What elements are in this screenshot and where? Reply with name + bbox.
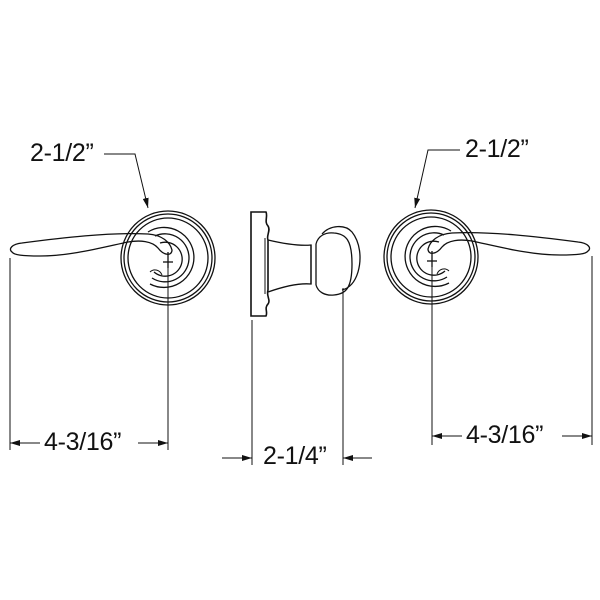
projection-label: 2-1/4” [263,442,327,470]
right-diameter-leader [414,149,460,209]
right-rosette [383,209,479,305]
left-lever-front-view [9,153,216,450]
left-lever-length-label: 4-3/16” [44,428,122,456]
right-lever-handle [427,231,591,256]
right-lever-front-view [383,149,593,445]
side-profile-view [222,211,372,465]
right-rosette-diameter-label: 2-1/2” [465,135,529,163]
left-lever-handle [9,232,173,257]
left-diameter-leader [104,153,149,209]
rose-plate [250,211,270,317]
right-lever-length-label: 4-3/16” [466,421,544,449]
lever-hub [315,232,353,296]
lever-cap [321,225,361,291]
left-rosette-diameter-label: 2-1/2” [30,139,94,167]
lever-neck [267,239,312,293]
right-center-mark [427,251,437,267]
left-center-mark [163,252,173,268]
